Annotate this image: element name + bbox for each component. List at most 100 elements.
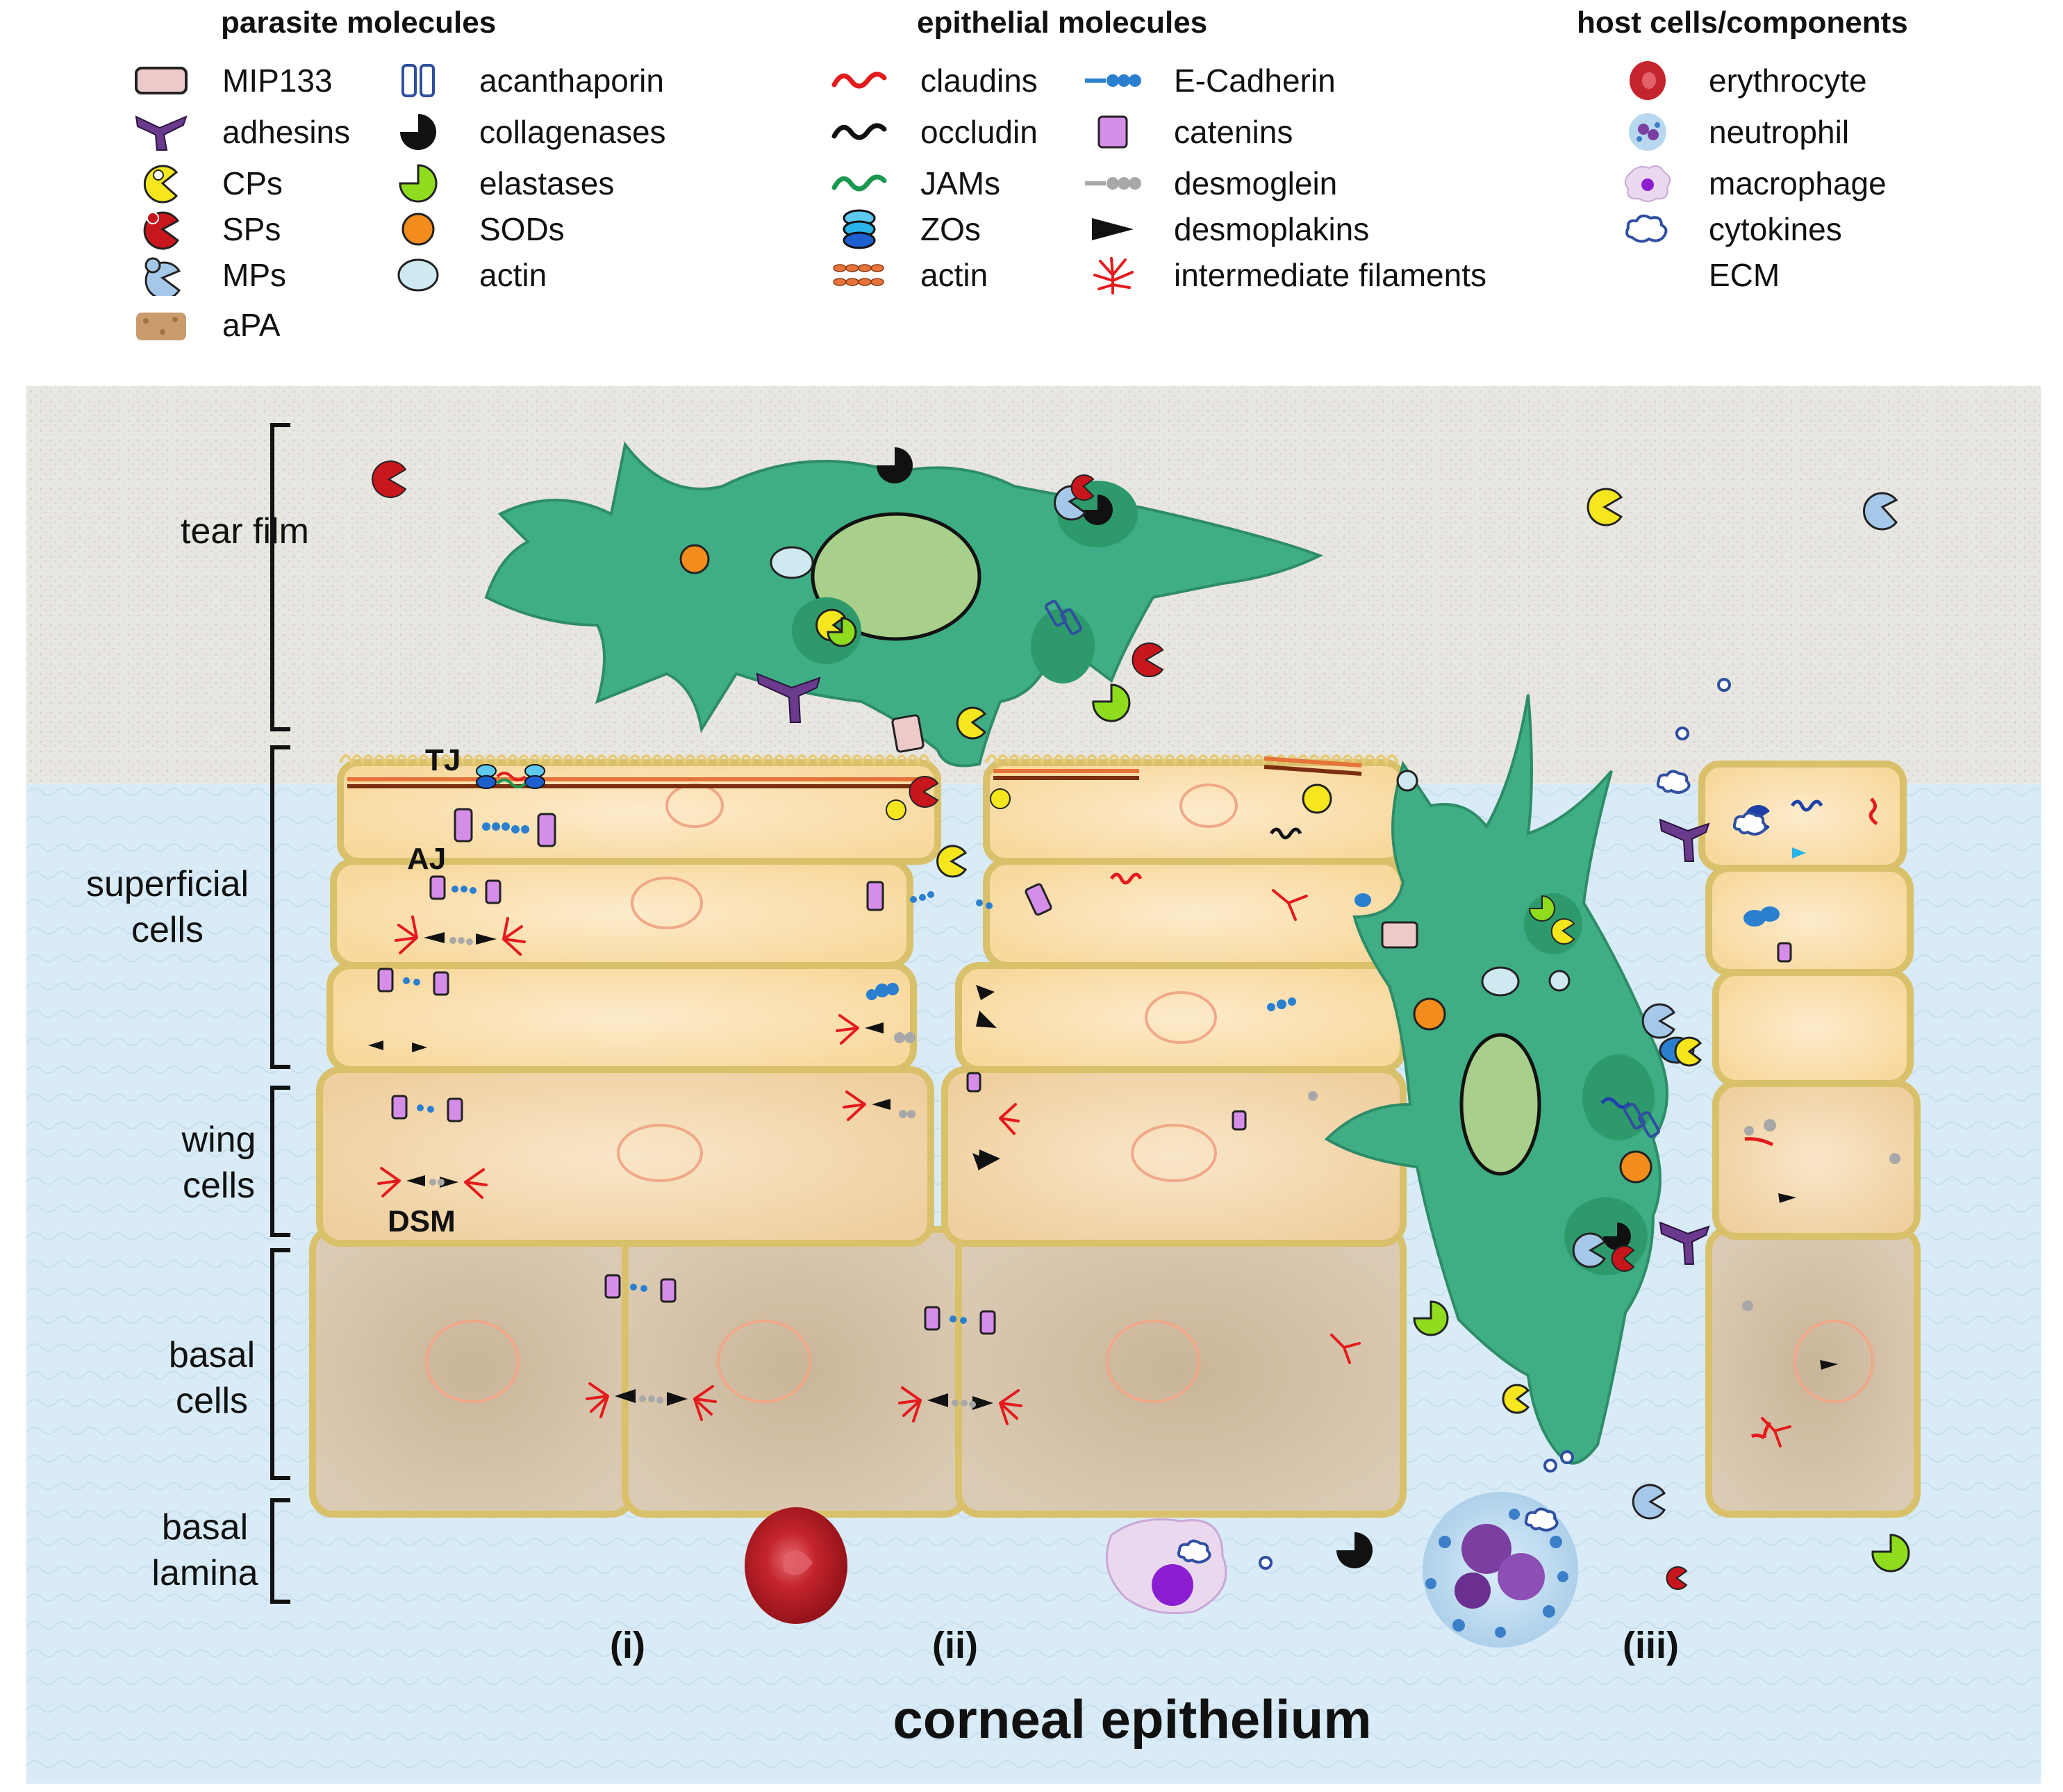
parasite-enzymes [372,447,1910,1590]
legend-item-intermediate-filaments: intermediate filaments [1084,254,1486,296]
adherens-junction [377,968,996,1335]
legend-label: ECM [1709,257,1780,293]
microvilli [339,754,931,767]
catenin-icon [1097,115,1128,149]
legend-label: occludin [920,114,1038,150]
legend-label: erythrocyte [1709,63,1867,99]
legend-item-epithelial-actin: actin [830,254,988,296]
cell-nuclei [425,783,1874,1403]
desmoglein-icon [1085,177,1141,190]
legend-item-occludin: occludin [830,111,1038,153]
legend-item-catenins: catenins [1084,111,1293,153]
cytokine-icon [1625,214,1668,243]
legend-label: SPs [222,211,281,247]
legend-item-zos: ZOs [830,208,981,250]
basal-cell [309,1226,636,1518]
legend-item-e-cadherin: E-Cadherin [1084,60,1336,101]
legend-label: ZOs [920,211,981,247]
acanthamoeba-trophozoite-right [1324,694,1668,1465]
actin-band [347,756,1362,788]
legend-item-parasite-actin: actin [389,254,547,296]
legend-item-sods: SODs [389,208,565,250]
legend-item-sps: SPs [132,208,281,250]
claudin-icon [831,72,887,89]
legend-item-collagenases: collagenases [389,111,666,153]
erythrocyte-icon [1630,61,1666,100]
layer-label-lamina: basal lamina [151,1507,258,1593]
cp-icon [143,165,179,204]
legend-item-erythrocyte: erythrocyte [1618,60,1867,101]
legend-label: collagenases [479,114,666,150]
adherens-junction [454,808,556,847]
legend-item-claudins: claudins [830,60,1038,101]
legend-label: catenins [1174,114,1293,150]
basal-cell [955,1226,1407,1518]
desmosome [368,889,1900,1447]
legend-label: actin [920,257,988,293]
elastase-icon [399,164,438,203]
bracket-lamina [270,1498,290,1604]
legend-heading-parasite: parasite molecules [221,6,497,40]
macrophage [1105,1518,1227,1614]
basal-cell [622,1226,969,1518]
epithelium-right [1698,761,1921,1518]
jam-icon [831,174,887,192]
legend-label: actin [479,257,547,293]
superficial-cell [983,858,1407,969]
occludin-icon [831,123,887,140]
superficial-cell [955,962,1407,1073]
legend-heading-host: host cells/components [1577,6,1908,40]
acanthamoeba-trophozoite-top [484,441,1323,768]
label-desmosome: DSM [388,1204,456,1238]
acanthaporin-icon [401,64,435,97]
legend-item-cps: CPs [132,163,283,204]
legend-label: acanthaporin [479,63,664,99]
label-tight-junction: TJ [425,743,461,777]
neutrophil-icon [1629,113,1666,151]
legend-item-apa: aPA [132,304,281,346]
legend-item-desmoplakins: desmoplakins [1084,208,1369,250]
legend-label: E-Cadherin [1174,63,1336,99]
legend: parasite molecules epithelial molecules … [0,0,2063,361]
bracket-basal [270,1248,290,1480]
mp-icon [144,257,181,296]
legend-label: elastases [479,165,615,201]
bracket-tear-film [270,423,290,731]
e-cadherin-icon [1085,74,1141,87]
legend-label: MIP133 [222,63,333,99]
legend-label: desmoplakins [1174,211,1370,247]
figure-title: corneal epithelium [893,1689,1372,1750]
legend-label: MPs [222,257,286,293]
layer-label-superficial: superficial cells [85,864,249,950]
legend-item-adhesins: adhesins [132,111,350,153]
legend-item-acanthaporin: acanthaporin [389,60,664,101]
superficial-cell [330,858,913,969]
wing-cell [1712,1080,1921,1240]
wing-cell [941,1066,1407,1247]
superficial-cell [1698,761,1907,872]
legend-label: intermediate filaments [1174,257,1486,293]
legend-label: CPs [222,165,283,201]
legend-heading-epithelial: epithelial molecules [917,6,1208,40]
erythrocyte [745,1507,847,1624]
superficial-cell [1705,865,1914,976]
cytokines [1259,678,1767,1570]
legend-item-elastases: elastases [389,163,614,204]
neutrophil [1423,1492,1578,1648]
legend-item-macrophage: macrophage [1618,163,1887,204]
legend-label: SODs [479,211,565,247]
layer-label-basal: basal cells [168,1335,256,1421]
zo-icon [843,209,876,249]
adhesin-icon [135,115,188,151]
desmoplakin-icon [1092,218,1134,240]
microvilli [985,754,1399,767]
legend-label: adhesins [222,114,351,150]
epithelial-actin-icon [833,264,884,286]
tight-junction [476,764,545,789]
adherens-junction [429,875,502,904]
legend-item-jams: JAMs [830,163,1000,204]
sp-icon [143,211,180,250]
apa-icon [136,313,186,340]
macrophage-icon [1624,165,1671,202]
